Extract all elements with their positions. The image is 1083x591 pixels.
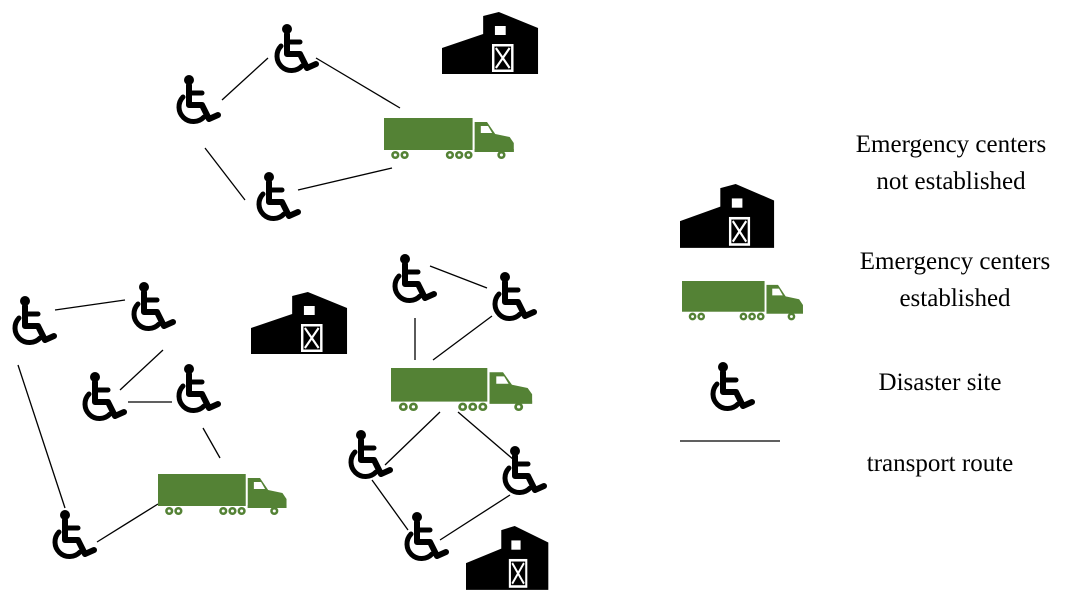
route-line [221, 57, 269, 101]
route-line [429, 265, 488, 289]
route-line [457, 411, 515, 461]
truck-icon [391, 368, 533, 412]
wheelchair-icon [15, 296, 54, 343]
route-line [432, 315, 493, 361]
truck-icon [384, 118, 514, 159]
barn-icon [440, 10, 540, 76]
truck-icon [158, 474, 287, 515]
route-line [384, 411, 441, 466]
route-line [96, 503, 159, 543]
wheelchair-icon [134, 282, 173, 329]
route-line [17, 364, 66, 509]
wheelchair-icon [55, 510, 94, 557]
route-line [202, 427, 221, 459]
route-line [297, 167, 393, 191]
wheelchair-icon [351, 430, 390, 477]
wheelchair-icon [277, 24, 316, 71]
legend-not-established-label-2: not established [876, 168, 1026, 195]
legend-not-established-label-1: Emergency centers [856, 131, 1046, 158]
legend-wheelchair-icon [713, 362, 752, 409]
legend-established-label-1: Emergency centers [860, 248, 1050, 275]
route-line [315, 57, 401, 109]
route-line [371, 479, 409, 531]
legend: Emergency centers not established Emerge… [678, 131, 1050, 477]
wheelchair-icon [407, 512, 446, 559]
transport-routes [17, 57, 515, 543]
legend-truck-icon [682, 281, 803, 321]
wheelchair-icon [179, 75, 218, 122]
wheelchair-icon [179, 364, 218, 411]
legend-established-label-2: established [899, 285, 1011, 312]
route-line [54, 299, 126, 311]
barn-icon [464, 524, 550, 591]
wheelchair-icon [495, 272, 534, 319]
wheelchair-icon [505, 446, 544, 493]
wheelchair-icon [395, 254, 434, 301]
legend-disaster-site-label: Disaster site [879, 369, 1002, 396]
legend-transport-route-label: transport route [867, 450, 1013, 477]
legend-barn-icon [678, 182, 776, 249]
route-line [204, 147, 246, 201]
route-line [439, 494, 511, 541]
wheelchair-icon [259, 172, 298, 219]
barn-icon [249, 290, 349, 356]
route-line [119, 349, 164, 391]
wheelchair-icon [85, 372, 124, 419]
